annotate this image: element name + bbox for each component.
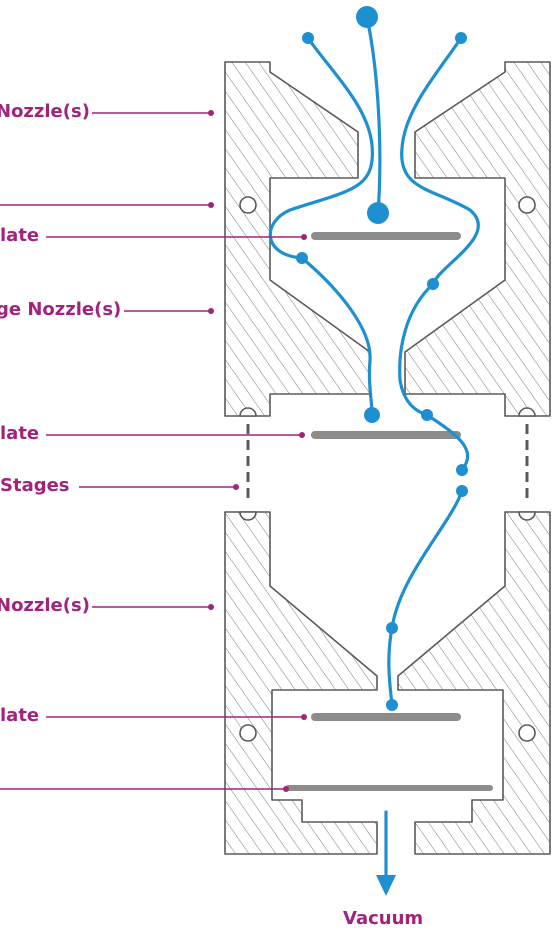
leader-dot bbox=[301, 714, 307, 720]
label-stages: Stages bbox=[0, 475, 70, 496]
leader-dot bbox=[301, 234, 307, 240]
label-third-stage-nozzles: Nozzle(s) bbox=[0, 595, 90, 616]
stage1-left-wall bbox=[224, 61, 371, 417]
stage2-left-wall bbox=[224, 511, 378, 855]
label-first-stage-nozzles: Nozzle(s) bbox=[0, 101, 90, 122]
particle bbox=[456, 464, 468, 476]
leader-dot bbox=[233, 484, 239, 490]
particle bbox=[296, 252, 308, 264]
o-ring-seal-icon bbox=[239, 511, 257, 521]
flow-arrow-icon bbox=[376, 875, 396, 896]
o-ring-seal-icon bbox=[518, 724, 536, 742]
leader-dot bbox=[208, 604, 214, 610]
stage1-right-wall bbox=[404, 61, 551, 417]
leader-dot bbox=[208, 202, 214, 208]
leader-dot bbox=[208, 308, 214, 314]
leader-dot bbox=[208, 110, 214, 116]
stage2-right-wall bbox=[397, 511, 551, 855]
particle bbox=[386, 622, 398, 634]
particle bbox=[364, 407, 380, 423]
leader-dot bbox=[299, 432, 305, 438]
particle bbox=[421, 409, 433, 421]
o-ring-seal-icon bbox=[239, 407, 257, 417]
label-vacuum: Vacuum bbox=[343, 908, 424, 929]
label-second-stage-nozzles: ge Nozzle(s) bbox=[0, 299, 122, 320]
particle bbox=[386, 699, 398, 711]
particle bbox=[427, 278, 439, 290]
o-ring-seal-icon bbox=[518, 511, 536, 521]
particle-large bbox=[367, 202, 389, 224]
label-second-impaction-plate: late bbox=[0, 423, 40, 444]
particle bbox=[302, 32, 314, 44]
o-ring-seal-icon bbox=[239, 196, 257, 214]
flow-streamline bbox=[268, 36, 374, 417]
o-ring-seal-icon bbox=[518, 196, 536, 214]
flow-streamline bbox=[387, 489, 464, 707]
flow-streamline bbox=[365, 15, 382, 215]
particle-large bbox=[356, 6, 378, 28]
particle bbox=[455, 32, 467, 44]
o-ring-seal-icon bbox=[239, 724, 257, 742]
particle bbox=[456, 485, 468, 497]
label-first-impaction-plate: late bbox=[0, 225, 40, 246]
label-third-impaction-plate: late bbox=[0, 705, 40, 726]
leader-dot bbox=[283, 786, 289, 792]
o-ring-seal-icon bbox=[518, 407, 536, 417]
